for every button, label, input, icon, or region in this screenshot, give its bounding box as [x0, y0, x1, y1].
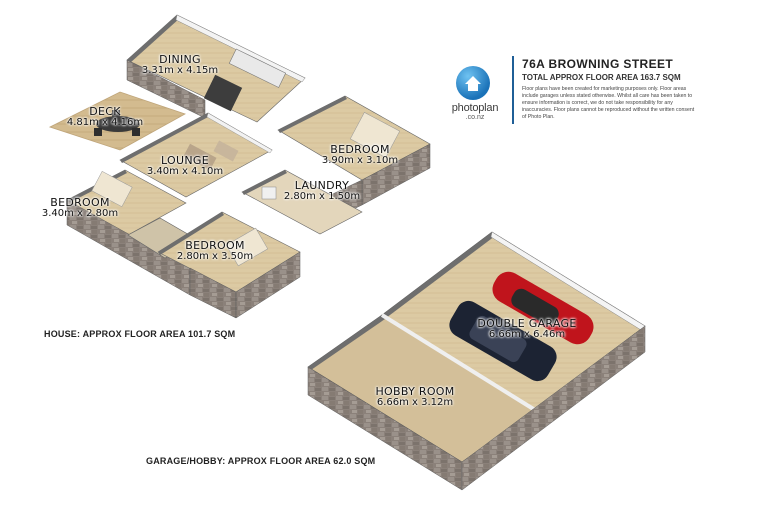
room-label-bedroom-1: BEDROOM 3.90m x 3.10m	[310, 144, 410, 166]
room-name: DECK	[89, 105, 121, 118]
info-divider	[512, 56, 514, 124]
room-label-double-garage: DOUBLE GARAGE 6.66m x 6.46m	[462, 318, 592, 340]
photoplan-logo: photoplan .co.nz	[444, 66, 506, 126]
room-name: LOUNGE	[161, 154, 209, 167]
laundry-block	[241, 169, 363, 235]
room-dims: 3.40m x 4.10m	[146, 165, 224, 177]
logo-wordmark: photoplan	[451, 102, 499, 114]
navy-car	[449, 300, 557, 382]
logo-domain: .co.nz	[465, 114, 485, 121]
deck-furniture	[94, 110, 140, 136]
room-dims: 6.66m x 3.12m	[376, 396, 454, 408]
room-name: BEDROOM	[50, 196, 110, 209]
lounge-block	[119, 112, 273, 198]
room-dims: 3.90m x 3.10m	[321, 154, 399, 166]
bedroom-2-block	[66, 169, 191, 296]
room-dims: 3.31m x 4.15m	[141, 64, 219, 76]
room-name: DOUBLE GARAGE	[477, 317, 577, 330]
kitchen-bench	[228, 48, 287, 88]
garage-hobby-area-note: GARAGE/HOBBY: APPROX FLOOR AREA 62.0 SQM	[146, 456, 376, 466]
bedroom-3-block	[157, 211, 301, 319]
house-icon	[456, 66, 490, 100]
room-dims: 2.80m x 3.50m	[176, 250, 254, 262]
room-label-laundry: LAUNDRY 2.80m x 1.50m	[272, 180, 372, 202]
disclaimer-text: Floor plans have been created for market…	[522, 86, 695, 120]
room-label-lounge: LOUNGE 3.40m x 4.10m	[140, 155, 230, 177]
room-name: BEDROOM	[330, 143, 390, 156]
house-area-note: HOUSE: APPROX FLOOR AREA 101.7 SQM	[44, 329, 236, 339]
room-name: BEDROOM	[185, 239, 245, 252]
property-address: 76A BROWNING STREET	[522, 57, 674, 71]
room-label-bedroom-2: BEDROOM 3.40m x 2.80m	[30, 197, 130, 219]
room-label-deck: DECK 4.81m x 4.16m	[60, 106, 150, 128]
room-dims: 6.66m x 6.46m	[488, 328, 566, 340]
room-dims: 2.80m x 1.50m	[283, 190, 361, 202]
total-floor-area: TOTAL APPROX FLOOR AREA 163.7 SQM	[522, 73, 681, 82]
room-name: HOBBY ROOM	[375, 385, 455, 398]
red-car	[492, 271, 594, 345]
room-name: LAUNDRY	[294, 179, 350, 192]
room-dims: 4.81m x 4.16m	[66, 116, 144, 128]
room-dims: 3.40m x 2.80m	[41, 207, 119, 219]
room-name: DINING	[159, 53, 201, 66]
room-label-dining: DINING 3.31m x 4.15m	[135, 54, 225, 76]
garage-hobby-block	[307, 231, 646, 491]
room-label-hobby-room: HOBBY ROOM 6.66m x 3.12m	[360, 386, 470, 408]
room-label-bedroom-3: BEDROOM 2.80m x 3.50m	[165, 240, 265, 262]
